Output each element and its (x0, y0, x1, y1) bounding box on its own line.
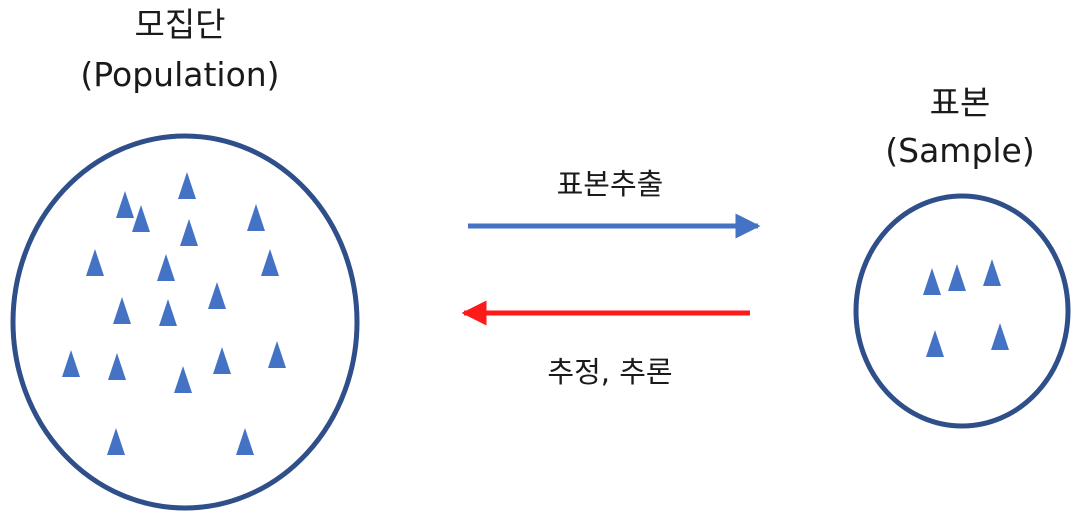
sample-title: 표본 (929, 83, 991, 122)
population-circle (10, 133, 360, 511)
triangle-icon (107, 428, 125, 455)
triangle-icon (268, 341, 286, 368)
triangle-icon (113, 297, 131, 324)
triangle-icon (62, 350, 80, 377)
triangle-icon (236, 428, 254, 455)
population-elements (62, 172, 286, 455)
population-subtitle: (Population) (80, 55, 280, 94)
triangle-icon (948, 264, 966, 291)
population-title: 모집단 (134, 5, 226, 44)
triangle-icon (108, 353, 126, 380)
triangle-icon (132, 205, 150, 232)
triangle-icon (157, 254, 175, 281)
triangle-icon (983, 259, 1001, 286)
triangle-icon (261, 249, 279, 276)
triangle-icon (926, 330, 944, 357)
triangle-icon (213, 347, 231, 374)
inference-arrow-label: 추정, 추론 (547, 355, 673, 389)
triangle-icon (178, 172, 196, 199)
triangle-icon (180, 219, 198, 246)
triangle-icon (86, 249, 104, 276)
sample-subtitle: (Sample) (885, 131, 1035, 170)
triangle-icon (159, 299, 177, 326)
triangle-icon (174, 366, 192, 393)
sampling-arrow-label: 표본추출 (556, 167, 664, 201)
sample-elements (923, 259, 1009, 357)
triangle-icon (247, 204, 265, 231)
sample-circle (853, 193, 1071, 429)
triangle-icon (991, 323, 1009, 350)
triangle-icon (116, 191, 134, 218)
triangle-icon (208, 282, 226, 309)
triangle-icon (923, 268, 941, 295)
